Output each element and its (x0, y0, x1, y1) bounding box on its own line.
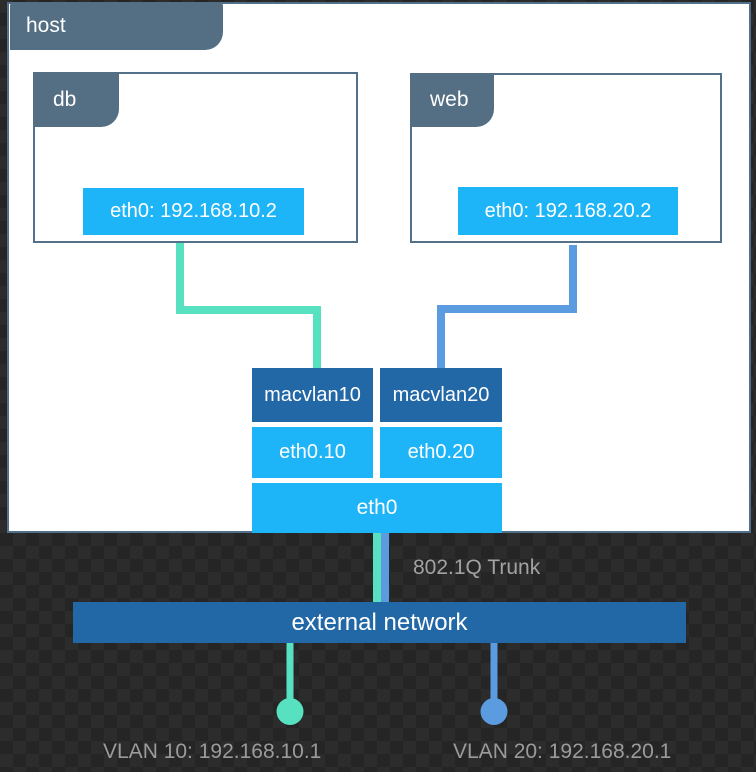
vlan10-gateway-dot (276, 698, 304, 725)
host-label: host (26, 14, 66, 37)
node-macvlan10-label: macvlan10 (264, 383, 361, 406)
vlan20-gateway-label: VLAN 20: 192.168.20.1 (453, 740, 672, 763)
db-eth0-label: eth0: 192.168.10.2 (110, 200, 277, 222)
db-eth0-badge: eth0: 192.168.10.2 (83, 188, 304, 235)
web-eth0-badge: eth0: 192.168.20.2 (458, 187, 678, 235)
container-tab-web: web (410, 73, 494, 127)
container-box-web: web eth0: 192.168.20.2 (410, 73, 722, 243)
vlan20-gateway-dot (480, 698, 508, 725)
node-eth0-10-label: eth0.10 (279, 441, 346, 463)
node-eth0-parent: eth0 (252, 483, 502, 533)
external-network-bar: external network (73, 602, 686, 643)
external-network-label: external network (291, 608, 468, 636)
container-tab-db: db (33, 72, 119, 127)
node-eth0-20: eth0.20 (380, 427, 502, 478)
node-eth0-20-label: eth0.20 (407, 441, 475, 463)
node-eth0-10: eth0.10 (252, 427, 373, 478)
trunk-annotation: 802.1Q Trunk (413, 556, 541, 579)
web-eth0-label: eth0: 192.168.20.2 (484, 199, 652, 222)
container-label-db: db (53, 87, 77, 111)
node-macvlan20-label: macvlan20 (392, 383, 490, 406)
node-eth0-parent-label: eth0 (356, 496, 398, 519)
container-label-web: web (430, 88, 469, 111)
container-box-db: db eth0: 192.168.10.2 (33, 72, 358, 243)
node-macvlan10: macvlan10 (252, 368, 373, 422)
host-tab: host (10, 2, 223, 50)
node-macvlan20: macvlan20 (380, 368, 502, 422)
vlan10-gateway-label: VLAN 10: 192.168.10.1 (103, 740, 322, 763)
